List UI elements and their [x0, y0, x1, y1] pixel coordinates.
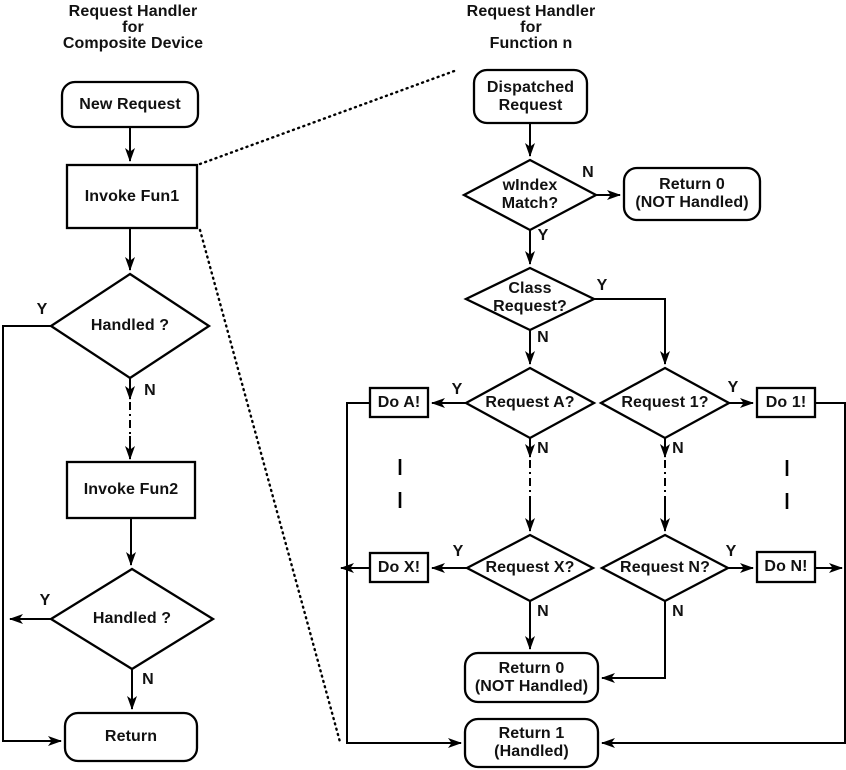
edge-class-yes-request1 [594, 298, 670, 365]
callout-dotted-bottom [198, 228, 342, 744]
node-return1-shape [463, 717, 600, 769]
edge-doa-return1 [346, 402, 462, 748]
node-windex-shape [461, 158, 599, 232]
node-requestn-shape [599, 533, 731, 603]
node-return0-top-shape [622, 166, 762, 222]
node-new-request-shape [60, 80, 200, 129]
node-requestx-shape [464, 533, 596, 603]
node-invoke-fun2-shape [65, 460, 197, 520]
edge-do1-return1 [601, 402, 846, 748]
node-doa-shape [368, 386, 430, 419]
node-return-shape [63, 711, 199, 763]
node-handled2-shape [48, 567, 216, 671]
node-requesta-shape [463, 366, 597, 440]
node-don-shape [755, 550, 817, 584]
node-request1-shape [598, 366, 732, 440]
node-return0-bottom-shape [463, 651, 600, 704]
node-dispatched-shape [472, 68, 589, 125]
node-dox-shape [368, 551, 430, 584]
node-classrequest-shape [463, 266, 597, 332]
node-do1-shape [755, 386, 817, 419]
callout-dotted-top [198, 68, 459, 166]
node-handled1-shape [48, 272, 212, 380]
edge-handled1-yes-return [2, 325, 62, 746]
edge-requestn-no-return0 [601, 601, 666, 683]
node-invoke-fun1-shape [65, 163, 199, 230]
